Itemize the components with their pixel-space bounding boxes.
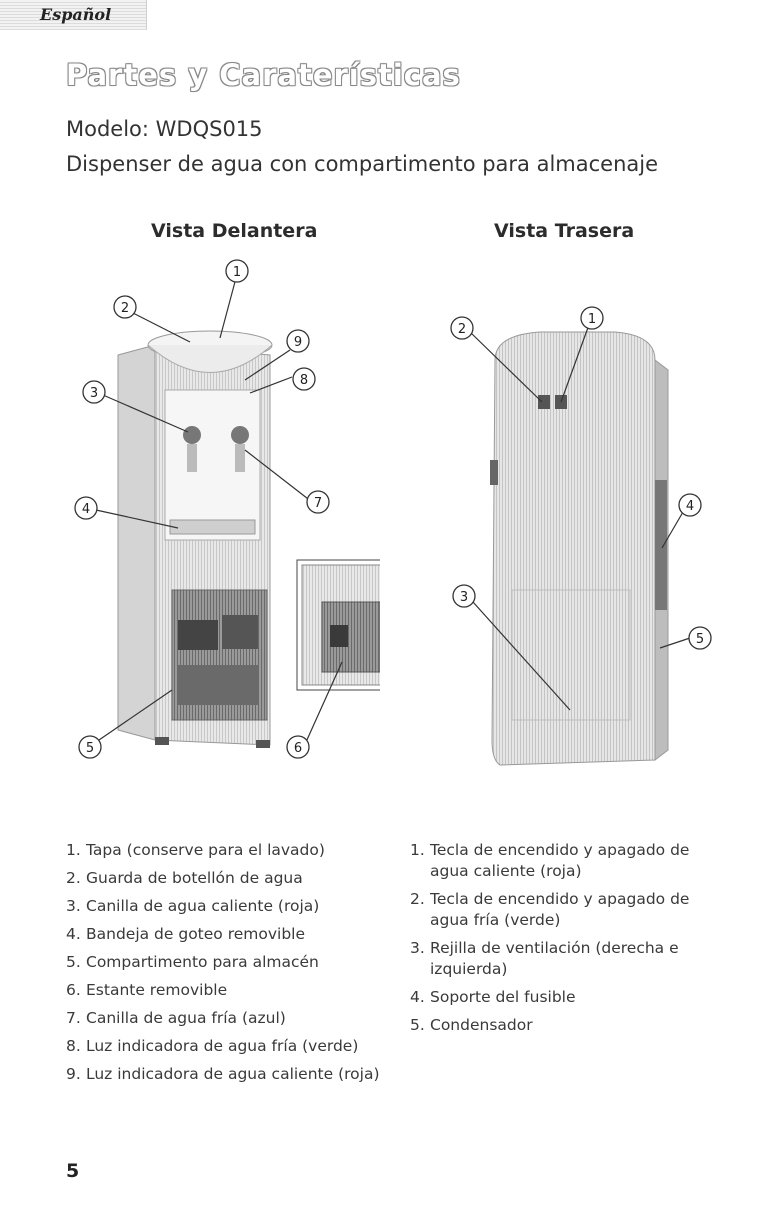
front-part-text: Compartimento para almacén <box>86 953 319 971</box>
rear-part-number: 5. <box>410 1016 425 1034</box>
front-part-number: 7. <box>66 1009 81 1027</box>
front-parts-list: 1. Tapa (conserve para el lavado) 2. Guarda… <box>66 840 386 1092</box>
front-callout-8: 8 <box>292 367 316 391</box>
front-part-number: 3. <box>66 897 81 915</box>
rear-view-diagram: 1 2 3 4 5 <box>450 306 712 766</box>
front-part-text: Luz indicadora de agua fría (verde) <box>86 1037 359 1055</box>
rear-view-heading: Vista Trasera <box>494 220 635 242</box>
rear-part-number: 3. <box>410 939 425 957</box>
model-number: Modelo: WDQS015 <box>66 117 263 141</box>
front-callout-2-label: 2 <box>121 301 129 316</box>
front-callout-2: 2 <box>113 295 137 319</box>
rear-part-number: 1. <box>410 841 425 859</box>
rear-callout-3-label: 3 <box>460 590 468 605</box>
front-part-text: Estante removible <box>86 981 228 999</box>
front-callout-9-label: 9 <box>294 335 302 350</box>
front-part-number: 8. <box>66 1037 81 1055</box>
front-callout-6-label: 6 <box>294 741 302 756</box>
water-dispenser-front-image <box>117 330 273 748</box>
rear-part-text: Tecla de encendido y apagado de agua frí… <box>430 890 690 929</box>
language-tab: Español <box>0 0 147 30</box>
front-callout-5: 5 <box>78 735 102 759</box>
page-title: Partes y Caraterísticas <box>66 58 461 92</box>
rear-callout-4: 4 <box>678 493 702 517</box>
front-part-text: Guarda de botellón de agua <box>86 869 303 887</box>
rear-callout-4-label: 4 <box>686 499 694 514</box>
rear-callout-5: 5 <box>688 626 712 650</box>
front-callout-8-label: 8 <box>300 373 308 388</box>
product-description: Dispenser de agua con compartimento para… <box>66 152 659 176</box>
rear-part-3: 3. Rejilla de ventilación (derecha e izqu… <box>410 938 730 980</box>
rear-part-5: 5. Condensador <box>410 1015 730 1036</box>
front-callout-1-label: 1 <box>233 265 241 280</box>
removable-shelf-inset-image <box>296 559 380 691</box>
page-number: 5 <box>66 1160 80 1182</box>
front-view-heading: Vista Delantera <box>151 220 318 242</box>
language-tab-label: Español <box>40 5 112 24</box>
rear-part-text: Tecla de encendido y apagado de agua cal… <box>430 841 690 880</box>
rear-part-text: Soporte del fusible <box>430 988 576 1006</box>
front-callout-7-label: 7 <box>314 496 322 511</box>
front-part-5: 5. Compartimento para almacén <box>66 952 386 973</box>
front-part-text: Tapa (conserve para el lavado) <box>86 841 325 859</box>
rear-part-4: 4. Soporte del fusible <box>410 987 730 1008</box>
front-part-number: 6. <box>66 981 81 999</box>
front-part-2: 2. Guarda de botellón de agua <box>66 868 386 889</box>
front-part-8: 8. Luz indicadora de agua fría (verde) <box>66 1036 386 1057</box>
front-callout-1: 1 <box>225 259 249 283</box>
front-callout-5-label: 5 <box>86 741 94 756</box>
front-callout-4-label: 4 <box>82 502 90 517</box>
rear-part-number: 2. <box>410 890 425 908</box>
front-part-text: Canilla de agua caliente (roja) <box>86 897 320 915</box>
front-part-text: Luz indicadora de agua caliente (roja) <box>86 1065 380 1083</box>
front-part-text: Canilla de agua fría (azul) <box>86 1009 286 1027</box>
rear-parts-list: 1. Tecla de encendido y apagado de agua c… <box>410 840 730 1043</box>
rear-callout-2-label: 2 <box>458 322 466 337</box>
rear-callout-5-label: 5 <box>696 632 704 647</box>
rear-callout-1: 1 <box>580 306 604 330</box>
front-part-number: 4. <box>66 925 81 943</box>
front-view-diagram: 1 2 3 4 5 6 7 8 9 <box>74 259 380 759</box>
rear-part-text: Rejilla de ventilación (derecha e izquie… <box>430 939 679 978</box>
front-part-number: 1. <box>66 841 81 859</box>
water-dispenser-rear-image <box>490 331 669 766</box>
rear-callout-1-label: 1 <box>588 312 596 327</box>
front-part-4: 4. Bandeja de goteo removible <box>66 924 386 945</box>
front-callout-7: 7 <box>306 490 330 514</box>
front-callout-4: 4 <box>74 496 98 520</box>
rear-callout-2: 2 <box>450 316 474 340</box>
front-part-1: 1. Tapa (conserve para el lavado) <box>66 840 386 861</box>
rear-callout-3: 3 <box>452 584 476 608</box>
front-part-7: 7. Canilla de agua fría (azul) <box>66 1008 386 1029</box>
front-callout-3: 3 <box>82 380 106 404</box>
front-part-number: 5. <box>66 953 81 971</box>
front-part-9: 9. Luz indicadora de agua caliente (roja) <box>66 1064 386 1085</box>
front-callout-9: 9 <box>286 329 310 353</box>
front-callout-3-label: 3 <box>90 386 98 401</box>
rear-part-number: 4. <box>410 988 425 1006</box>
front-part-6: 6. Estante removible <box>66 980 386 1001</box>
front-part-number: 2. <box>66 869 81 887</box>
rear-part-1: 1. Tecla de encendido y apagado de agua c… <box>410 840 730 882</box>
front-part-3: 3. Canilla de agua caliente (roja) <box>66 896 386 917</box>
front-part-text: Bandeja de goteo removible <box>86 925 306 943</box>
front-part-number: 9. <box>66 1065 81 1083</box>
rear-part-2: 2. Tecla de encendido y apagado de agua f… <box>410 889 730 931</box>
rear-part-text: Condensador <box>430 1016 533 1034</box>
front-callout-6: 6 <box>286 735 310 759</box>
